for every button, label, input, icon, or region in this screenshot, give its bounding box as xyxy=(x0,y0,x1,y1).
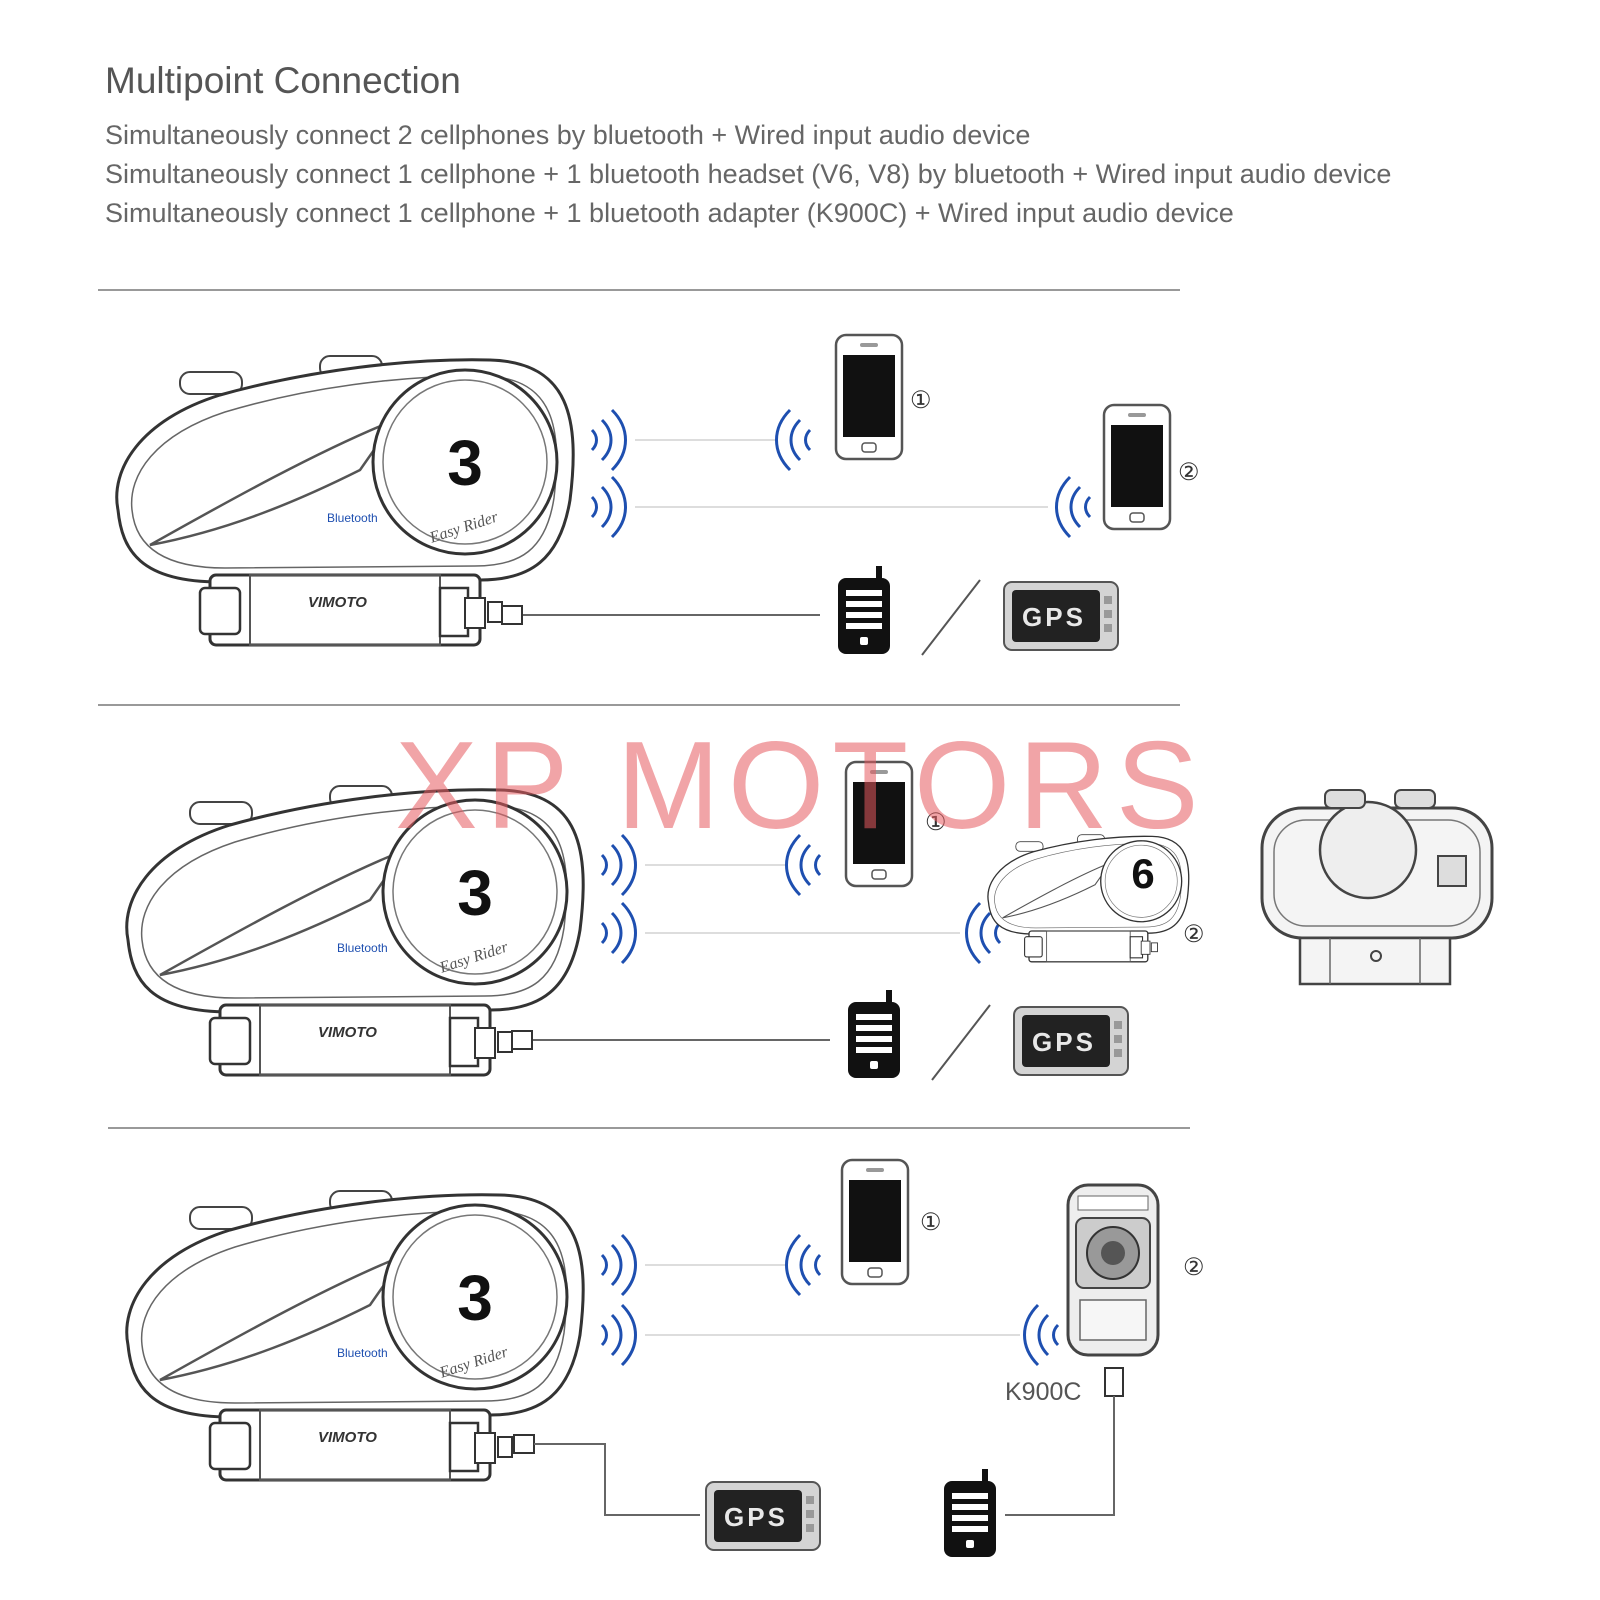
audio-cable xyxy=(534,1443,700,1516)
walkie-talkie-icon xyxy=(838,566,890,654)
page-title: Multipoint Connection xyxy=(105,60,461,101)
panel-two-cellphones: 3 Bluetooth Easy Rider VIMOTO ① ② GPS xyxy=(115,333,1200,656)
marker-one: ① xyxy=(920,1209,942,1236)
bluetooth-waves-icon xyxy=(590,408,627,472)
cellphone-2-icon xyxy=(1102,403,1172,531)
bluetooth-waves-icon xyxy=(600,901,637,965)
bluetooth-waves-icon xyxy=(600,1303,637,1367)
headset-back-view-icon xyxy=(1260,789,1494,986)
bluetooth-waves-icon xyxy=(1023,1303,1060,1367)
gps-label: GPS xyxy=(724,1502,788,1532)
cellphone-1-icon xyxy=(834,333,904,461)
panel-phone-and-headset: 3 Bluetooth Easy Rider VIMOTO ① 6 ② xyxy=(125,760,1494,1081)
headset-number-label: 6 xyxy=(1131,850,1154,897)
watermark-text: XP MOTORS xyxy=(395,717,1207,855)
bluetooth-waves-icon xyxy=(785,1233,822,1297)
bluetooth-waves-icon xyxy=(590,475,627,539)
brand-label: VIMOTO xyxy=(308,594,367,611)
or-slash xyxy=(921,579,981,656)
model-number-label: 3 xyxy=(457,857,493,929)
brand-label: VIMOTO xyxy=(318,1024,377,1041)
model-number-label: 3 xyxy=(457,1262,493,1334)
adapter-label: K900C xyxy=(1005,1378,1081,1406)
or-slash xyxy=(931,1004,991,1081)
marker-two: ② xyxy=(1183,921,1205,948)
bluetooth-adapter-icon xyxy=(1066,1183,1160,1357)
marker-two: ② xyxy=(1183,1254,1205,1281)
walkie-talkie-icon xyxy=(848,990,900,1078)
bluetooth-waves-icon xyxy=(600,1233,637,1297)
brand-label: VIMOTO xyxy=(318,1429,377,1446)
description-line-3: Simultaneously connect 1 cellphone + 1 b… xyxy=(105,198,1234,228)
bluetooth-label: Bluetooth xyxy=(337,941,388,955)
walkie-talkie-icon xyxy=(944,1469,996,1557)
adapter-cable xyxy=(1005,1396,1115,1516)
marker-one: ① xyxy=(910,387,932,414)
marker-one: ① xyxy=(925,809,947,836)
model-number-label: 3 xyxy=(447,427,483,499)
description-line-1: Simultaneously connect 2 cellphones by b… xyxy=(105,120,1031,150)
bluetooth-label: Bluetooth xyxy=(337,1346,388,1360)
gps-label: GPS xyxy=(1022,602,1086,632)
gps-label: GPS xyxy=(1032,1027,1096,1057)
bluetooth-label: Bluetooth xyxy=(327,511,378,525)
bluetooth-waves-icon xyxy=(1055,475,1092,539)
bluetooth-waves-icon xyxy=(775,408,812,472)
description-line-2: Simultaneously connect 1 cellphone + 1 b… xyxy=(105,159,1392,189)
panel-phone-and-adapter: 3 Bluetooth Easy Rider VIMOTO ① ② K900C … xyxy=(125,1158,1205,1557)
cellphone-icon xyxy=(840,1158,910,1286)
marker-two: ② xyxy=(1178,459,1200,486)
